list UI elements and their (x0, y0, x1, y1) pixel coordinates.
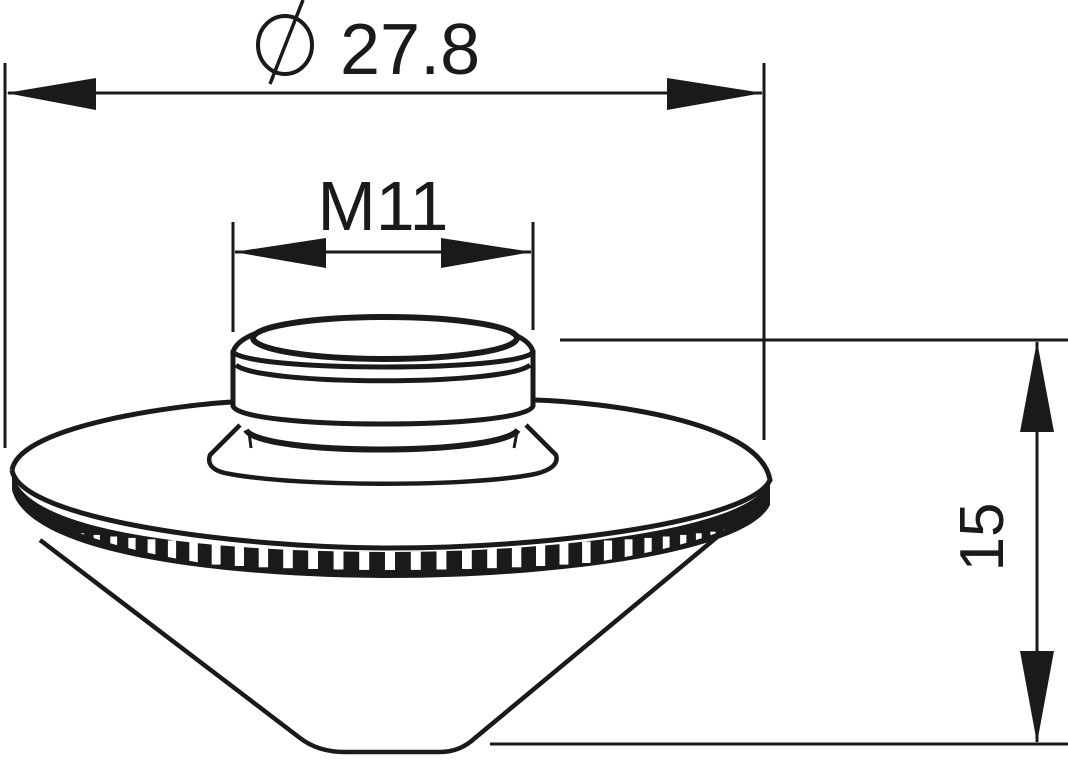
height-label: 15 (948, 503, 1017, 572)
thread-right-arrowhead-icon (441, 238, 532, 268)
height-top-arrowhead-icon (1020, 341, 1054, 432)
left-arrowhead-icon (6, 78, 96, 110)
thread-band-line (234, 362, 532, 384)
thread-label: M11 (318, 167, 449, 245)
height-bottom-arrowhead-icon (1020, 651, 1054, 743)
nozzle-cone (38, 506, 754, 755)
right-arrowhead-icon (667, 78, 763, 110)
nozzle-bore-opening (250, 314, 520, 362)
outer-diameter-dimension: 27.8 (3, 0, 766, 448)
diameter-symbol-icon (256, 0, 314, 85)
lower-collar (206, 423, 559, 486)
collar-ring (243, 427, 521, 453)
thread-cylinder (230, 350, 536, 427)
thread-left-arrowhead-icon (234, 238, 326, 268)
thread-dimension: M11 (231, 167, 535, 332)
flange-knurl-band (12, 470, 770, 578)
collar-ring-inner (247, 431, 519, 449)
outer-diameter-value: 27.8 (340, 10, 480, 90)
nozzle-body (9, 314, 773, 755)
height-dimension: 15 (490, 338, 1068, 746)
